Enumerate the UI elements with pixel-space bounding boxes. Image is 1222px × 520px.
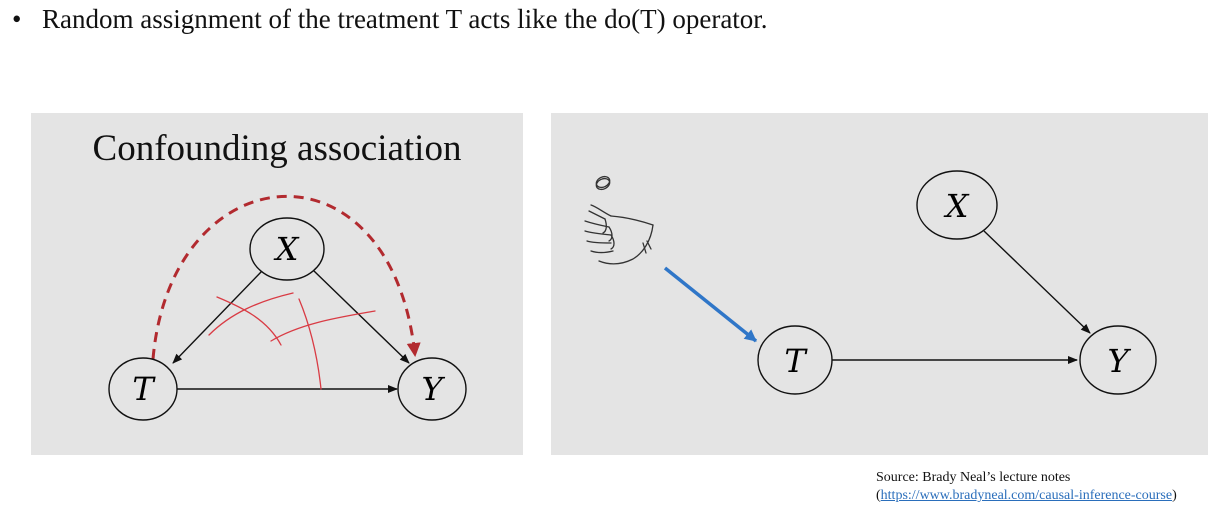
confounding-diagram-panel: Confounding association X bbox=[31, 113, 523, 455]
handwritten-cross-out bbox=[208, 292, 376, 390]
confounding-path-arrow bbox=[151, 195, 421, 360]
close-paren: ) bbox=[1172, 488, 1177, 503]
node-y-label: Y bbox=[1107, 342, 1131, 380]
node-t-label: T bbox=[784, 342, 808, 380]
edge-x-to-t bbox=[172, 270, 263, 364]
node-t: T bbox=[108, 357, 178, 421]
node-x: X bbox=[249, 217, 325, 281]
node-y-label: Y bbox=[421, 370, 445, 408]
randomization-diagram: X T Y bbox=[584, 170, 1157, 395]
bullet-point: • Random assignment of the treatment T ac… bbox=[12, 2, 768, 36]
node-y: Y bbox=[1079, 325, 1157, 395]
randomization-diagram-panel: X T Y bbox=[551, 113, 1208, 455]
randomization-arrow bbox=[663, 266, 758, 343]
confounding-diagram: X T Y bbox=[108, 195, 467, 421]
node-y: Y bbox=[397, 357, 467, 421]
node-x-label: X bbox=[273, 230, 300, 268]
node-t-label: T bbox=[132, 370, 156, 408]
open-paren: ( bbox=[876, 488, 881, 503]
source-link-line: (https://www.bradyneal.com/causal-infere… bbox=[876, 487, 1177, 505]
bullet-text: Random assignment of the treatment T act… bbox=[42, 4, 768, 34]
edge-x-to-y bbox=[313, 270, 410, 364]
node-x-label: X bbox=[943, 187, 970, 225]
source-link[interactable]: https://www.bradyneal.com/causal-inferen… bbox=[880, 488, 1173, 503]
panel-title: Confounding association bbox=[92, 128, 462, 169]
source-label: Source: Brady Neal’s lecture notes bbox=[876, 470, 1071, 485]
node-x: X bbox=[916, 170, 998, 240]
edge-x-to-y bbox=[983, 230, 1091, 334]
hand-flipping-coin-icon bbox=[584, 175, 654, 265]
source-citation: Source: Brady Neal’s lecture notes (http… bbox=[876, 469, 1177, 505]
node-t: T bbox=[757, 325, 833, 395]
bullet-symbol: • bbox=[12, 4, 22, 34]
